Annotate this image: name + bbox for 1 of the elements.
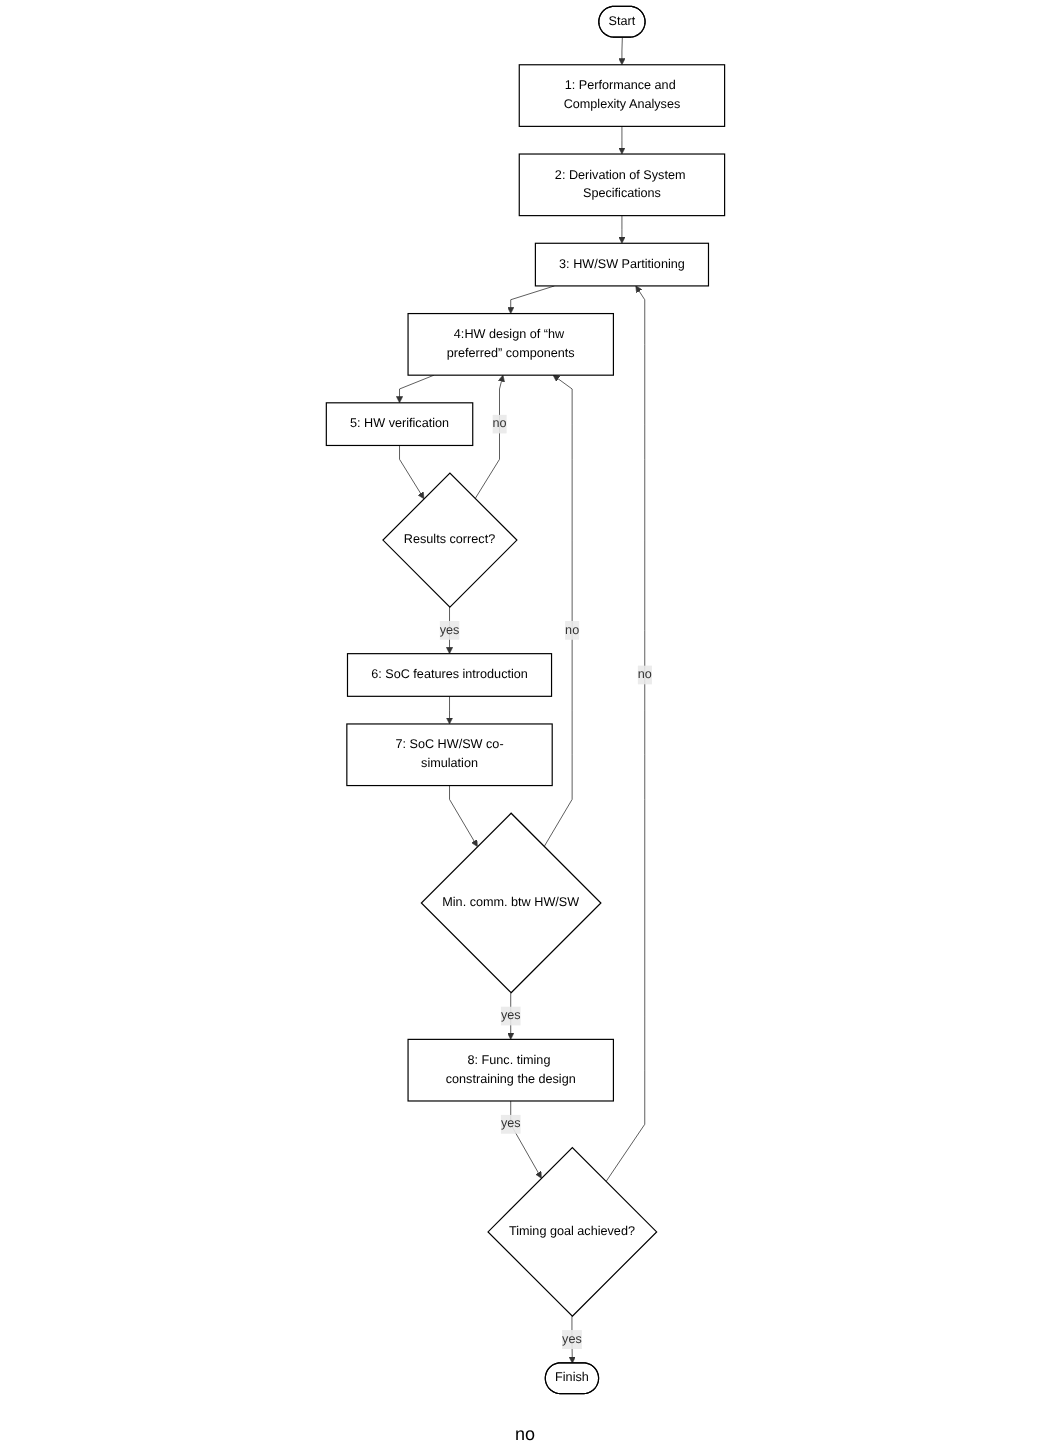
note-text: no bbox=[514, 1424, 535, 1444]
